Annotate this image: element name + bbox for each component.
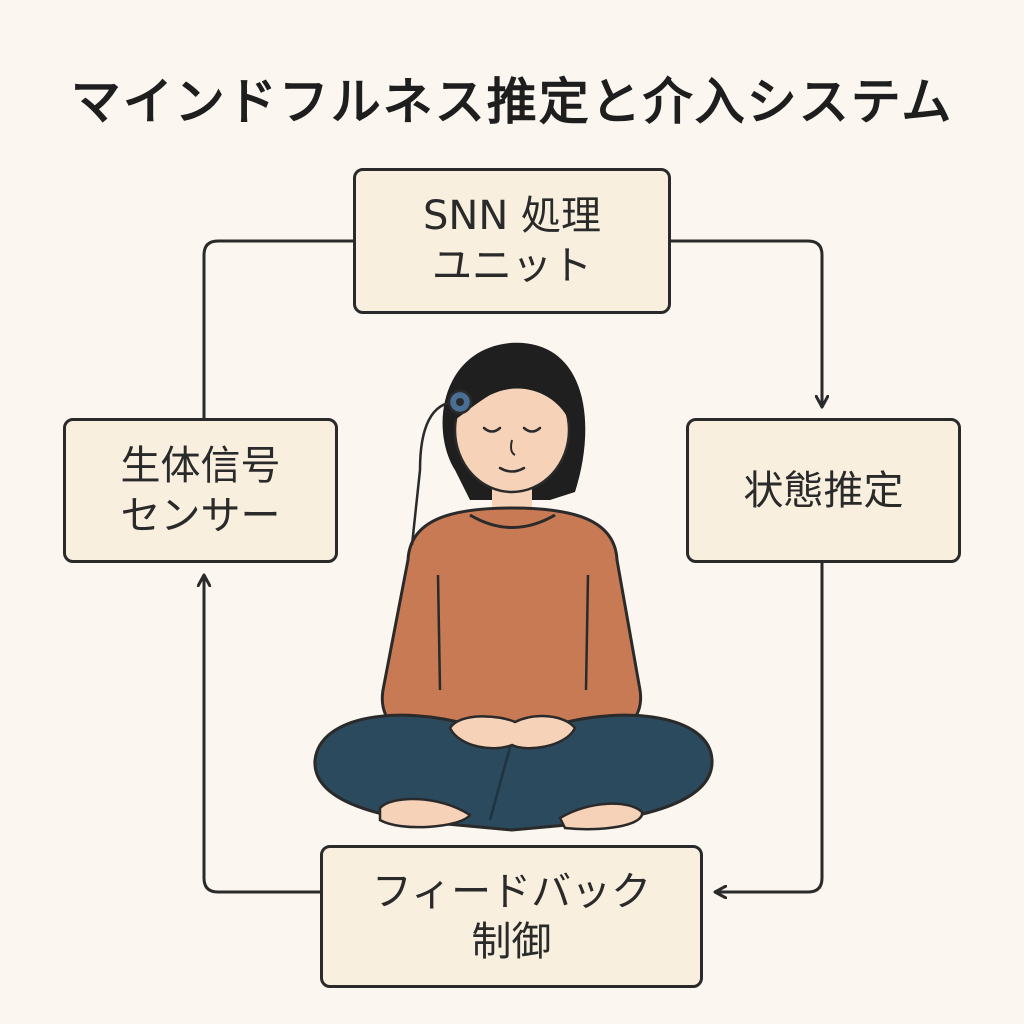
feedback-control-node: フィードバック 制御: [320, 845, 703, 988]
feedback-node-line1: フィードバック: [371, 868, 652, 915]
state-node-label: 状態推定: [743, 467, 904, 514]
biosignal-sensor-node: 生体信号 センサー: [63, 418, 338, 563]
sensor-node-line2: センサー: [120, 492, 281, 539]
hands: [448, 714, 577, 750]
arrow-feedback-to-sensor: [204, 576, 320, 894]
page-title: マインドフルネス推定と介入システム: [70, 73, 954, 131]
left-foot: [378, 797, 472, 829]
feedback-node-line2: 制御: [471, 918, 552, 965]
shirt: [380, 506, 643, 742]
arrow-sensor-to-snn: [202, 239, 353, 418]
state-estimation-node: 状態推定: [686, 418, 961, 563]
snn-node-line2: ユニット: [432, 243, 592, 289]
snn-processing-unit-node: SNN 処理 ユニット: [353, 168, 671, 314]
sensor-node-line1: 生体信号: [120, 442, 281, 489]
snn-node-line1: SNN 処理: [423, 193, 601, 239]
right-foot: [558, 802, 644, 831]
arrow-snn-to-state: [671, 239, 822, 406]
arrow-state-to-feedback: [716, 563, 824, 892]
